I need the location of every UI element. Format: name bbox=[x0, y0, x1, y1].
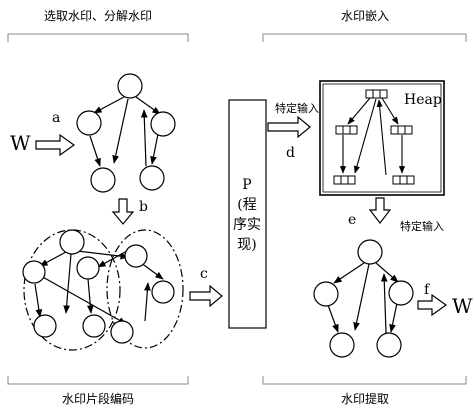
top-right-bracket bbox=[262, 33, 467, 42]
arrow-b bbox=[111, 198, 135, 225]
heap-cells bbox=[333, 89, 415, 185]
bottom-right-bracket bbox=[262, 376, 467, 385]
label-f: f bbox=[424, 282, 431, 298]
arrow-a bbox=[35, 133, 76, 157]
caption-select-split-watermark: 选取水印、分解水印 bbox=[44, 9, 152, 23]
arrow-d bbox=[267, 115, 311, 139]
watermark-output-label: W bbox=[452, 294, 473, 318]
program-label-line4: 现) bbox=[237, 237, 256, 253]
program-box bbox=[228, 99, 267, 329]
caption-watermark-embed: 水印嵌入 bbox=[341, 9, 389, 23]
program-label-p: P bbox=[242, 177, 251, 193]
top-left-bracket bbox=[7, 33, 189, 42]
heap-label: Heap bbox=[404, 92, 442, 108]
caption-watermark-extract: 水印提取 bbox=[341, 391, 389, 406]
arrow-c bbox=[189, 284, 223, 308]
program-label-line3: 序实 bbox=[233, 217, 261, 233]
label-e: e bbox=[348, 212, 356, 228]
fragment-group-left bbox=[23, 229, 121, 351]
watermark-tree bbox=[76, 73, 176, 193]
label-d: d bbox=[286, 145, 295, 161]
fragment-graph bbox=[22, 229, 175, 344]
label-b: b bbox=[139, 199, 148, 215]
caption-watermark-fragment-encode: 水印片段编码 bbox=[62, 391, 134, 406]
arrow-e bbox=[368, 197, 392, 224]
fragment-group-right bbox=[106, 229, 184, 349]
heap-frame-outer bbox=[319, 80, 445, 196]
heap-links bbox=[339, 97, 406, 176]
extracted-tree bbox=[313, 239, 414, 358]
label-a: a bbox=[52, 110, 60, 126]
program-label-line2: (程 bbox=[237, 197, 256, 213]
specific-input-label-bottom: 特定输入 bbox=[400, 219, 444, 233]
label-c: c bbox=[200, 266, 208, 282]
specific-input-label-top: 特定输入 bbox=[275, 101, 319, 115]
arrow-f bbox=[417, 293, 448, 317]
heap-frame-inner bbox=[322, 83, 442, 193]
watermark-input-label: W bbox=[10, 131, 31, 155]
bottom-left-bracket bbox=[7, 376, 189, 385]
